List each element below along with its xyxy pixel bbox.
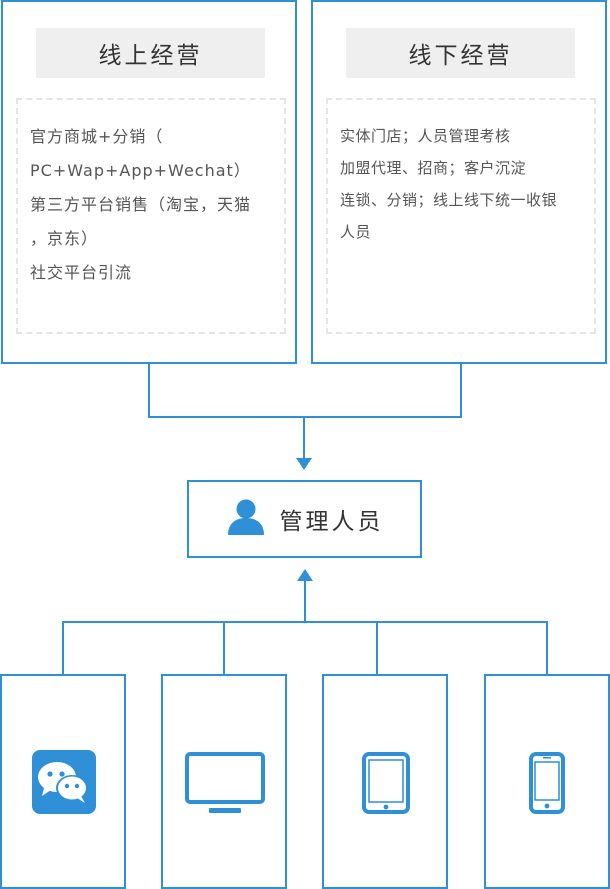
online-panel: 线上经营 官方商城+分销（ PC+Wap+App+Wechat） 第三方平台销售…	[1, 0, 297, 364]
online-line: PC+Wap+App+Wechat）	[30, 161, 251, 180]
online-line: 官方商城+分销（	[30, 127, 164, 146]
connector-device-4	[546, 621, 548, 675]
connector-top-horizontal	[148, 416, 462, 418]
connector-center-down	[303, 416, 305, 458]
online-line: 社交平台引流	[30, 263, 133, 282]
online-panel-title: 线上经营	[36, 28, 265, 78]
connector-left-vertical	[148, 364, 150, 418]
offline-panel: 线下经营 实体门店；人员管理考核 加盟代理、招商；客户沉淀 连锁、分销；线上线下…	[311, 0, 607, 364]
connector-center-up	[304, 580, 306, 623]
offline-panel-title: 线下经营	[346, 28, 575, 78]
offline-line: 人员	[340, 223, 372, 241]
connector-device-3	[376, 621, 378, 675]
arrow-down-icon	[296, 458, 312, 470]
offline-panel-body: 实体门店；人员管理考核 加盟代理、招商；客户沉淀 连锁、分销；线上线下统一收银 …	[326, 98, 596, 334]
monitor-icon	[185, 752, 265, 818]
manager-label: 管理人员	[279, 509, 384, 535]
connector-bottom-horizontal	[62, 621, 548, 623]
device-wechat-box	[0, 674, 126, 889]
manager-box: 管理人员	[187, 480, 422, 558]
connector-device-2	[223, 621, 225, 675]
connector-device-1	[62, 621, 64, 675]
arrow-up-icon	[297, 569, 313, 581]
offline-line: 连锁、分销；线上线下统一收银	[340, 191, 558, 209]
online-line: 第三方平台销售（淘宝，天猫	[30, 195, 252, 214]
device-tablet-box	[322, 674, 448, 889]
offline-line: 实体门店；人员管理考核	[340, 127, 511, 145]
connector-right-vertical	[460, 364, 462, 418]
offline-line: 加盟代理、招商；客户沉淀	[340, 159, 527, 177]
phone-icon	[529, 752, 565, 818]
online-line: ，京东）	[30, 229, 99, 248]
user-icon	[226, 498, 266, 540]
tablet-icon	[362, 752, 410, 818]
online-panel-body: 官方商城+分销（ PC+Wap+App+Wechat） 第三方平台销售（淘宝，天…	[16, 98, 286, 334]
device-phone-box	[484, 674, 610, 889]
wechat-icon	[32, 750, 96, 818]
device-desktop-box	[161, 674, 287, 889]
